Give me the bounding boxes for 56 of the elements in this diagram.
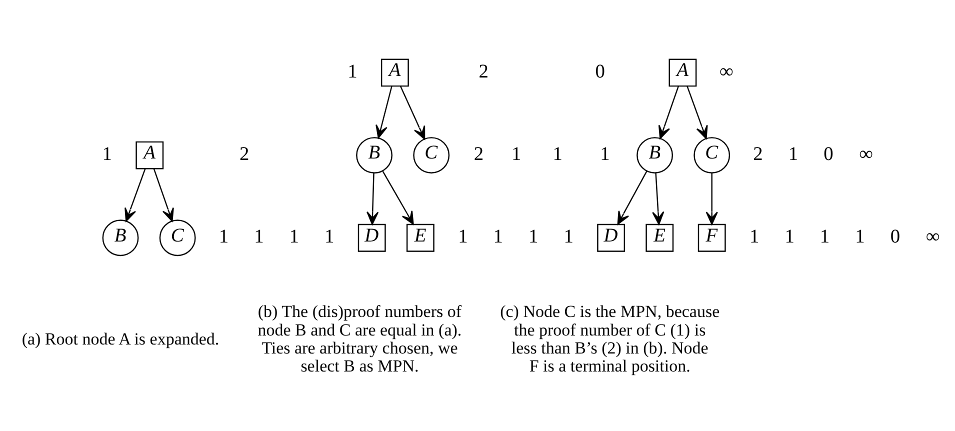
node-label: 1: [820, 226, 830, 247]
node-box: A: [668, 58, 697, 86]
node-label: 2: [478, 60, 488, 82]
node-circle: C: [694, 136, 730, 173]
node-circle: C: [413, 136, 450, 173]
arrow: [400, 85, 426, 140]
node-label: 1: [218, 226, 229, 247]
node-circle: B: [102, 219, 139, 256]
arrow: [706, 172, 718, 224]
label: (c) Node C is the MPN, because the proof number of C (1) is less than B’s (2) in (b). Node F is a terminal position.: [500, 302, 720, 376]
node-label: 1: [324, 226, 334, 247]
node-label: 1: [750, 226, 760, 247]
arrow: [382, 170, 414, 224]
label: (b) The (dis)proof numbers of node B and C are equal in (a). Ties are arbitrary chosen, we select B as MPN.: [258, 302, 462, 376]
node-label: ∞: [720, 60, 734, 82]
node-label: 0: [890, 226, 900, 247]
node-label: 2: [753, 143, 763, 164]
node-box: A: [136, 140, 164, 169]
node-label: 1: [528, 226, 538, 247]
node-label: 1: [458, 226, 468, 247]
arrow: [366, 172, 379, 224]
node-label: 1: [102, 143, 112, 164]
node-label: 0: [824, 143, 834, 164]
node-label: ∞: [859, 143, 873, 164]
node-box: F: [698, 223, 726, 252]
node-label: 1: [600, 143, 610, 164]
arrow: [124, 168, 146, 222]
node-circle: B: [636, 136, 673, 173]
node-box: E: [406, 223, 434, 252]
node-label: ∞: [926, 226, 940, 247]
node-label: 1: [254, 226, 264, 247]
node-label: 2: [474, 143, 484, 164]
node-label: 1: [564, 226, 574, 247]
node-label: 1: [784, 226, 794, 247]
node-label: 1: [552, 143, 562, 164]
node-label: 1: [788, 143, 798, 164]
node-box: E: [646, 223, 674, 252]
node-circle: C: [159, 219, 196, 256]
node-box: A: [380, 58, 409, 86]
node-label: 2: [240, 143, 250, 164]
label: (a) Root node A is expanded.: [22, 328, 220, 348]
node-label: 1: [512, 143, 522, 164]
arrow: [153, 168, 174, 222]
node-box: D: [358, 223, 386, 252]
arrow: [617, 170, 648, 224]
arrow: [652, 172, 664, 224]
node-label: 1: [855, 226, 865, 247]
node-label: 1: [289, 226, 299, 247]
node-label: 0: [595, 60, 605, 82]
arrow: [376, 85, 392, 138]
node-box: D: [597, 223, 626, 252]
node-label: 1: [493, 226, 503, 247]
arrow: [686, 85, 708, 139]
arrow: [658, 85, 680, 139]
node-circle: B: [356, 136, 392, 173]
node-label: 1: [348, 60, 358, 82]
